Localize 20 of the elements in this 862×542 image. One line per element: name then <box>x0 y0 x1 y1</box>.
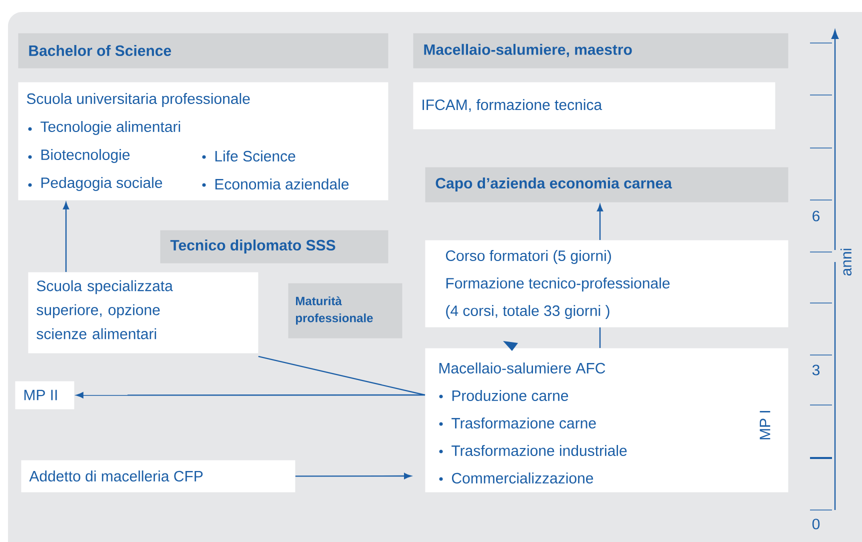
text-box: Addetto di macelleria CFP <box>21 460 296 492</box>
text-box: MP II <box>15 381 74 410</box>
axis-tick-label: 3 <box>812 364 820 376</box>
arrow <box>76 392 425 398</box>
heading-band: Capo d’azienda economia carnea <box>425 167 788 202</box>
arrow <box>295 472 412 480</box>
text-box: Corso formatori (5 giorni) Formazione tecnico-professionale (4 corsi, totale 33 giorni ) <box>425 240 788 328</box>
axis-tick-label: 6 <box>812 210 820 222</box>
arrow <box>596 204 604 240</box>
text-box: Scuola specializzata superiore, opzione scienze alimentari <box>28 272 258 354</box>
axis-tick-label: 0 <box>812 518 820 530</box>
heading-band: Macellaio-salumiere, maestro <box>413 33 788 68</box>
text-box: Macellaio-salumiere AFC Produzione carne Trasformazione carne Trasformazione industriale Commercializzazione MP I <box>425 348 788 492</box>
heading-band: Tecnico diplomato SSS <box>160 230 388 264</box>
heading-band: Maturità professionale <box>288 283 402 338</box>
text-box: Scuola universitaria professionale Tecnologie alimentari Biotecnologie Life Science Pedagogia sociale Economia aziendale <box>18 82 388 200</box>
heading-band: Bachelor of Science <box>18 33 388 68</box>
arrow <box>62 202 70 272</box>
axis-title: anni <box>840 246 853 278</box>
text-box: IFCAM, formazione tecnica <box>413 82 776 130</box>
